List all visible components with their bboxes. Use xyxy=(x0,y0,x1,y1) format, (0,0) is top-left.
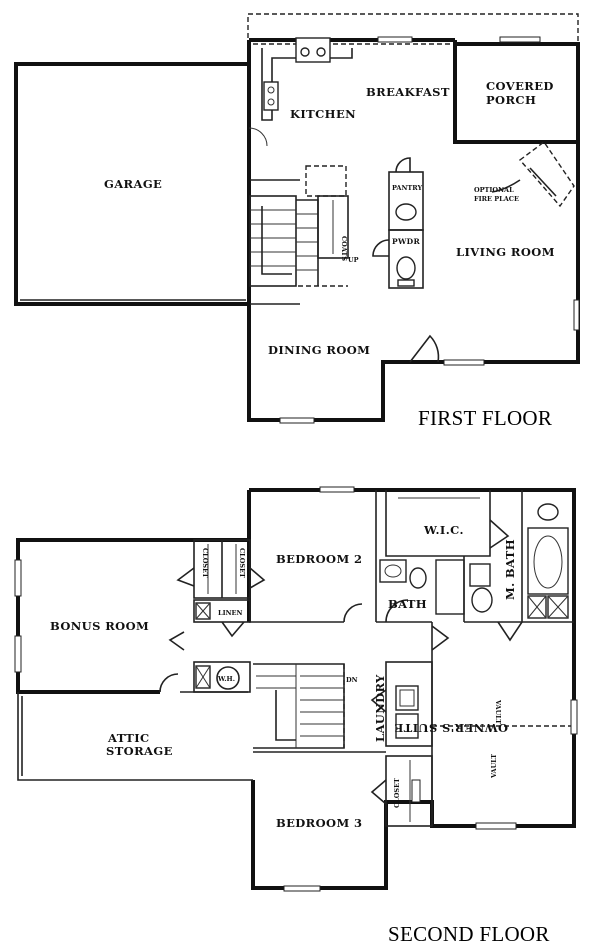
mbath-tub-surround xyxy=(527,527,569,595)
bedroom2-door xyxy=(343,603,363,623)
window xyxy=(475,822,517,830)
sink-bowl-left xyxy=(300,47,310,57)
laundry-door xyxy=(370,689,387,713)
covered-porch-label-2: PORCH xyxy=(486,93,536,107)
window xyxy=(499,36,541,43)
mbath-sink xyxy=(537,503,559,521)
burner xyxy=(267,86,275,94)
fireplace-leader xyxy=(491,179,521,193)
window xyxy=(14,559,22,597)
window xyxy=(283,885,321,892)
second-floor-title: SECOND FLOOR xyxy=(388,922,550,946)
window xyxy=(443,359,485,366)
powder-room xyxy=(388,229,424,289)
linen-label: LINEN xyxy=(218,609,243,617)
vault-label-2: VAULT xyxy=(490,754,498,779)
garage-label: GARAGE xyxy=(104,177,162,191)
laundry-label: LAUNDRY xyxy=(373,674,387,742)
bath-sink xyxy=(379,559,407,583)
kitchen-door-swing xyxy=(248,127,268,147)
closet-bedroom3 xyxy=(385,755,433,827)
fireplace-label: OPTIONAL xyxy=(474,186,514,194)
toilet-tank xyxy=(397,279,415,287)
washer xyxy=(395,685,419,711)
window xyxy=(14,635,22,673)
bath-toilet xyxy=(409,567,427,589)
wic-door xyxy=(489,519,510,549)
front-door xyxy=(409,334,440,363)
closet-door xyxy=(249,567,266,589)
closet-a-label: CLOSET xyxy=(201,548,209,578)
master-bath-label: M. BATH xyxy=(503,539,517,600)
window xyxy=(377,36,413,43)
bonus-room-label: BONUS ROOM xyxy=(50,619,149,633)
pwdr-door xyxy=(372,239,390,257)
first-floor-plan: GARAGE KITCHEN BREAKFAST COVERED PORCH P… xyxy=(14,13,580,430)
window xyxy=(319,486,355,493)
wh-label: W.H. xyxy=(217,675,235,683)
owners-suite-label: OWNER'S SUITE xyxy=(394,721,508,735)
closet-b-label: CLOSET xyxy=(238,548,246,578)
stairs-up-label: UP xyxy=(348,256,359,264)
kitchen-label: KITCHEN xyxy=(290,107,356,121)
window xyxy=(279,417,315,424)
second-floor-plan: BEDROOM 2 W.I.C. M. BATH BATH CLOSET CLO… xyxy=(14,486,578,946)
bonus-room-walls xyxy=(16,538,249,694)
living-room-label: LIVING ROOM xyxy=(456,245,555,259)
first-floor-title: FIRST FLOOR xyxy=(418,406,552,430)
pwdr-label: PWDR xyxy=(392,237,420,246)
bath-door xyxy=(385,599,409,623)
hall-door xyxy=(168,631,185,651)
wic-walls xyxy=(385,490,491,557)
coats-label: COATS xyxy=(340,236,348,261)
range xyxy=(263,81,279,111)
mbath-tub xyxy=(533,535,563,589)
bath-tub xyxy=(435,559,465,615)
stairs-down-label: DN xyxy=(346,676,358,684)
bath-label: BATH xyxy=(388,597,427,611)
mbath-fixture xyxy=(469,563,491,587)
closet-door xyxy=(370,779,387,805)
mbath-toilet xyxy=(471,587,493,613)
covered-porch-walls xyxy=(453,40,580,144)
closet-c-label: CLOSET xyxy=(393,778,401,808)
bonus-door xyxy=(159,673,179,693)
stair-landing xyxy=(305,165,347,197)
pantry-sink xyxy=(395,203,417,221)
window xyxy=(573,299,580,331)
coats-closet xyxy=(317,195,349,259)
closet-door xyxy=(176,567,195,587)
pantry xyxy=(388,171,424,231)
sink-bowl-right xyxy=(316,47,326,57)
closet-shelf xyxy=(411,779,421,803)
laundry-room xyxy=(385,661,433,747)
attic-storage-outline xyxy=(17,692,253,781)
attic-label: ATTIC xyxy=(107,731,150,745)
wic-label: W.I.C. xyxy=(423,523,464,537)
fireplace-label-2: FIRE PLACE xyxy=(474,195,519,203)
water-heater xyxy=(216,666,240,690)
linen-door xyxy=(221,621,245,638)
window xyxy=(570,699,578,735)
optional-fireplace xyxy=(518,141,575,208)
bedroom3-label: BEDROOM 3 xyxy=(276,816,362,830)
owners-door xyxy=(431,625,450,651)
roof-outline xyxy=(247,13,579,45)
pantry-label: PANTRY xyxy=(392,184,422,192)
mbath-door xyxy=(497,621,523,642)
water-heater-closet xyxy=(193,661,251,693)
second-floor-stairs xyxy=(253,663,345,749)
attic-storage-label: STORAGE xyxy=(106,744,173,758)
covered-porch-label: COVERED xyxy=(486,79,554,93)
vault-label-1: VAULT xyxy=(494,699,502,724)
bedroom2-label: BEDROOM 2 xyxy=(276,552,362,566)
toilet xyxy=(396,256,416,280)
breakfast-label: BREAKFAST xyxy=(366,85,450,99)
dryer xyxy=(395,713,419,739)
dining-room-label: DINING ROOM xyxy=(268,343,370,357)
pantry-door xyxy=(395,157,411,173)
burner xyxy=(267,98,275,106)
